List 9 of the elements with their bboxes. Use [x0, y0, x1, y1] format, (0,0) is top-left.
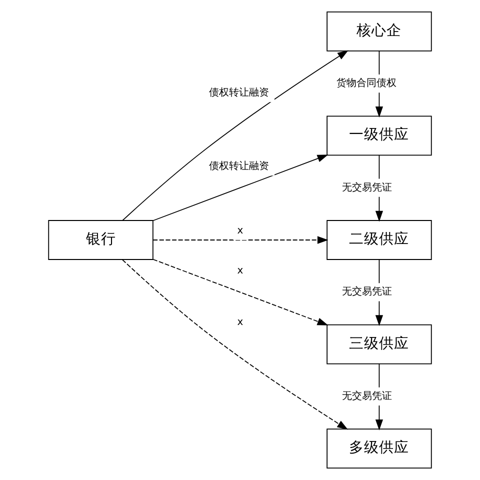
edge-label: 债权转让融资 [209, 161, 270, 172]
edge-label: x [237, 265, 244, 276]
edge-label: 货物合同债权 [336, 78, 397, 90]
edge-label: x [237, 317, 244, 328]
edge-label: 无交易凭证 [342, 286, 392, 298]
edge-label: 无交易凭证 [342, 390, 392, 402]
edge-label: 债权转让融资 [209, 88, 270, 99]
edge-label: x [237, 225, 244, 236]
edge-label: 无交易凭证 [342, 182, 392, 194]
